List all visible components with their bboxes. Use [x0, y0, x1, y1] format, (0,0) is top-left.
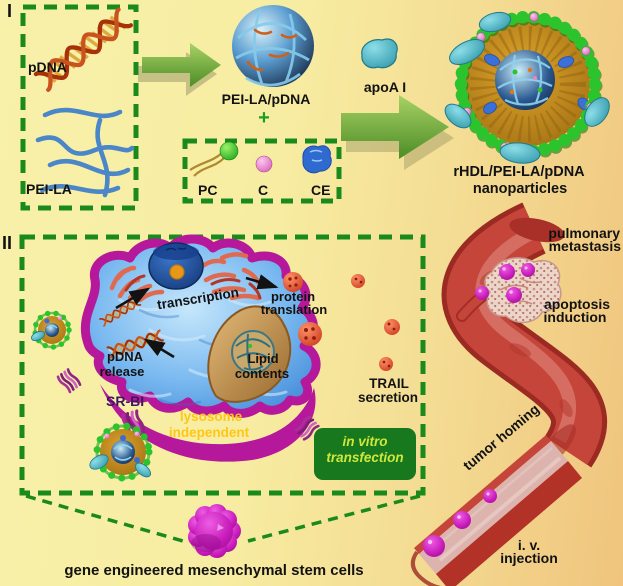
black-arrows [115, 274, 279, 359]
legend-box [182, 138, 342, 204]
legend-pc-label: PC [198, 182, 218, 198]
trail-secretion-label-1: TRAIL [369, 376, 409, 391]
lipid-contents-label-1: Lipid [247, 351, 279, 366]
vessel-lumen [419, 441, 568, 574]
rhdl-nanoparticle [444, 10, 610, 164]
apoptosis-induction-label-2: induction [543, 309, 607, 325]
figure-caption: gene engineered mesenchymal stem cells [64, 562, 364, 579]
panel1-dashed-box [20, 4, 139, 211]
invitro-label-2: transfection [326, 450, 404, 465]
pc-lipid-icon [189, 141, 239, 177]
ce-blob-icon [302, 145, 332, 174]
lysosome-label-2: independent [168, 425, 250, 440]
panel2-label: II [2, 233, 13, 253]
legend-c-label: C [258, 182, 269, 198]
tumor-mass [475, 257, 562, 324]
invitro-transfection-box [314, 428, 416, 480]
rhdl-particle-small-1 [31, 310, 72, 350]
reaction-arrow-1 [138, 43, 221, 96]
rhdl-particle-small-2 [89, 422, 153, 482]
invitro-label-1: in vitro [342, 434, 388, 449]
c-cholesterol-icon [255, 155, 273, 173]
iv-injection-label-2: injection [500, 550, 558, 566]
apoptosis-induction-label-1: apoptosis [543, 296, 611, 312]
blood-vessel [410, 202, 607, 586]
trail-proteins [283, 272, 400, 371]
pdna-release-label-1: pDNA [106, 349, 144, 364]
msc-at-tumor [475, 263, 535, 303]
peila-label: PEI-LA [26, 181, 72, 197]
product-label-1: rHDL/PEI-LA/pDNA [453, 164, 585, 180]
pulmonary-metastasis-label-1: pulmonary [548, 225, 620, 241]
protein-translation-label-1: protein [270, 289, 316, 304]
srbi-label: SR-BI [106, 393, 145, 409]
complex-label: PEI-LA/pDNA [221, 91, 311, 107]
pei-la-pdna-particle [232, 5, 314, 87]
cell [80, 234, 321, 462]
legend-ce-label: CE [311, 182, 331, 198]
trail-secretion-label-2: secretion [357, 390, 419, 405]
lipid-contents-label-2: contents [234, 366, 290, 381]
lipid-droplet [207, 305, 292, 403]
nucleus-transcription-site [148, 242, 204, 290]
stem-cell [188, 504, 241, 558]
product-label-2: nanoparticles [472, 181, 568, 197]
pei-la-polymer-icon [35, 107, 135, 198]
pdna-release-label-2: release [99, 364, 145, 379]
msc-in-vessel [423, 489, 497, 557]
panel1-label: I [7, 1, 13, 21]
cell-membrane-bottom [100, 384, 316, 462]
apoa-protein-blob [361, 38, 398, 69]
iv-injection-label-1: i. v. [517, 537, 541, 553]
pdna-helix-icon [36, 9, 131, 89]
panel2-dashed-box [19, 234, 426, 496]
dashed-connector [25, 494, 421, 543]
protein-translation-label-2: translation [260, 302, 328, 317]
reaction-arrow-2 [341, 95, 454, 170]
pdna-label: pDNA [28, 59, 67, 75]
pulmonary-metastasis-label-2: metastasis [548, 238, 621, 254]
plus-sign: + [258, 107, 270, 129]
vessel-cutaway [410, 435, 582, 586]
apoa-label: apoA I [363, 79, 407, 95]
lysosome-label-1: lysosome [179, 409, 243, 424]
